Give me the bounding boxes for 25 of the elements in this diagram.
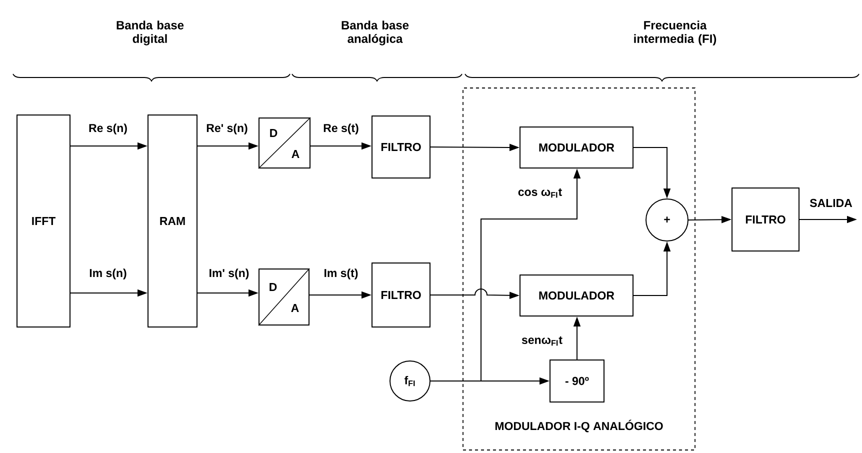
converter-box: D A <box>258 117 311 169</box>
process-box: - 90º <box>550 360 604 402</box>
group-label: MODULADOR I-Q ANALÓGICO <box>495 420 663 432</box>
edge-label: Re s(n) <box>89 124 127 134</box>
edge-label: Re s(t) <box>324 124 358 134</box>
circle-node: + <box>646 198 688 242</box>
edge-label: SALIDA <box>810 198 852 208</box>
edge-label: Im' s(n) <box>210 268 249 280</box>
process-box: FILTRO <box>372 262 430 328</box>
process-box: RAM <box>148 114 198 328</box>
process-box: MODULADOR <box>520 126 634 168</box>
process-box: FILTRO <box>372 116 430 178</box>
heading: Banda base digital <box>116 20 184 46</box>
heading: Frecuencia intermedia (FI) <box>634 20 716 46</box>
converter-box: D A <box>258 268 310 326</box>
edge-label: senω$_{FI}$t <box>522 336 562 346</box>
edge-label: Re' s(n) <box>206 124 248 134</box>
edge-label: Im s(t) <box>324 268 358 280</box>
process-box: MODULADOR <box>520 274 634 316</box>
process-box: FILTRO <box>732 188 800 252</box>
heading: Banda base analógica <box>342 20 409 46</box>
circle-node: f$_{FI}$ <box>390 360 430 402</box>
edge-label: cos ω$_{FI}$t <box>518 188 562 198</box>
edge-label: Im s(n) <box>90 268 126 280</box>
process-box: IFFT <box>16 114 70 328</box>
